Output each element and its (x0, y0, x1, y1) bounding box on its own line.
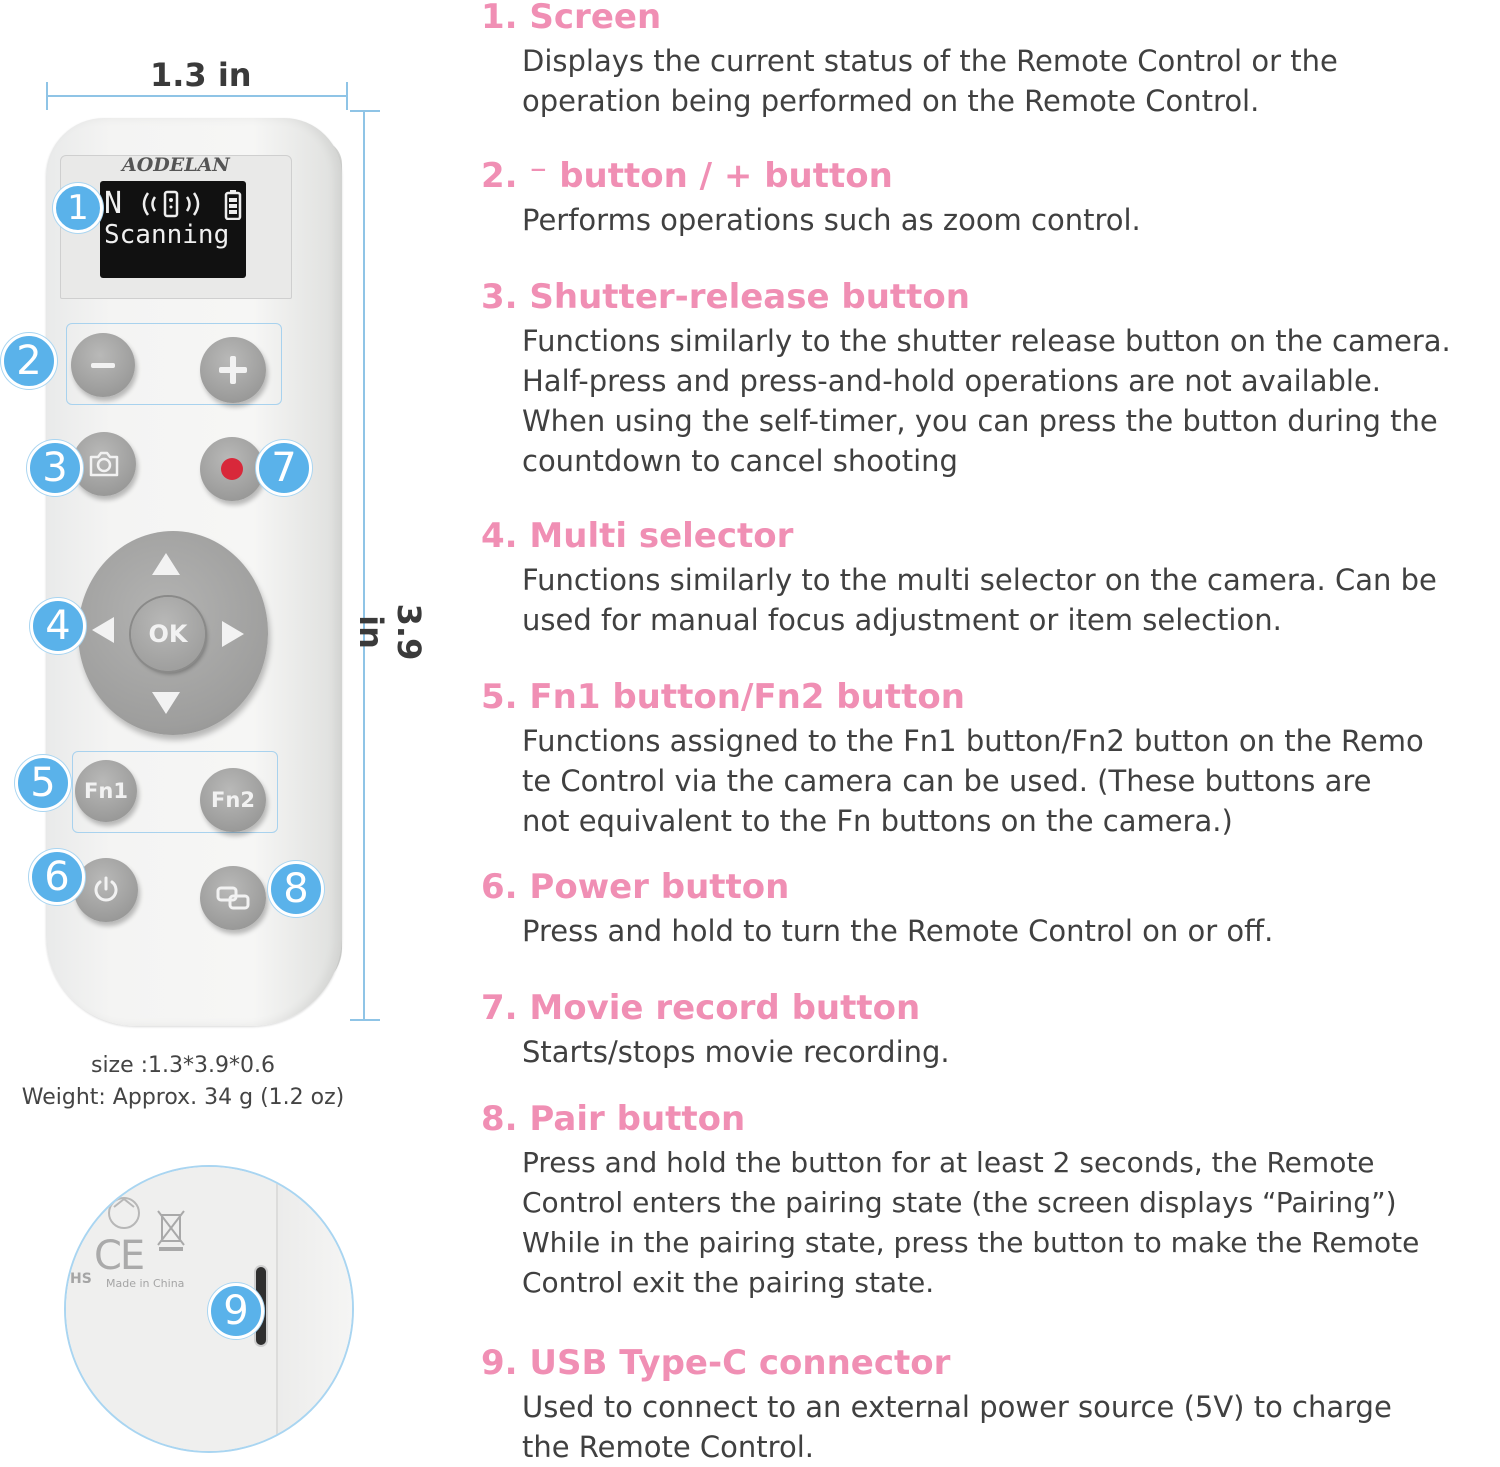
zoom-button-group (66, 323, 282, 405)
feature-item-pair: 8. Pair button Press and hold the button… (481, 1099, 1496, 1303)
feature-description: Functions assigned to the Fn1 button/Fn2… (522, 724, 1424, 838)
feature-title: 4. Multi selector (481, 516, 794, 556)
feature-description: Functions similarly to the multi selecto… (522, 563, 1437, 637)
feature-title: 9. USB Type-C connector (481, 1343, 951, 1383)
record-dot-icon (221, 458, 243, 480)
power-icon (94, 876, 118, 902)
fn-button-group (72, 751, 278, 833)
ok-button[interactable]: OK (131, 597, 205, 671)
callout-2: 2 (1, 333, 57, 389)
hs-text: HS (70, 1271, 92, 1287)
minus-button[interactable] (71, 333, 135, 397)
minus-icon (91, 362, 115, 368)
fn1-button[interactable]: Fn1 (75, 760, 137, 822)
pair-button[interactable] (200, 866, 266, 930)
movie-record-button[interactable] (200, 437, 264, 501)
feature-item-movie-record: 7. Movie record button Starts/stops movi… (481, 988, 1496, 1072)
height-dimension-label: 3.9 in (352, 603, 428, 661)
callout-6: 6 (29, 849, 85, 905)
ce-mark: CE (94, 1233, 145, 1279)
height-dimension-tick-top (350, 110, 380, 112)
ok-label: OK (148, 620, 188, 648)
size-spec: size :1.3*3.9*0.6 (90, 1053, 276, 1078)
feature-description: Displays the current status of the Remot… (522, 44, 1338, 118)
feature-description: Press and hold the button for at least 2… (522, 1146, 1420, 1299)
detail-side-panel (278, 1167, 352, 1451)
feature-title: 6. Power button (481, 867, 790, 907)
feature-item-multi-selector: 4. Multi selector Functions similarly to… (481, 516, 1496, 640)
up-arrow-icon[interactable] (152, 553, 180, 575)
feature-title: 2. ⁻ button / + button (481, 156, 893, 196)
width-dimension-line (47, 95, 347, 97)
width-dimension-tick-left (46, 82, 48, 110)
screen-status-text: Scanning (104, 220, 230, 250)
fn1-label: Fn1 (84, 779, 128, 803)
callout-5: 5 (15, 755, 71, 811)
callout-3: 3 (27, 440, 83, 496)
battery-icon (224, 190, 242, 220)
left-arrow-icon[interactable] (92, 617, 114, 643)
feature-item-zoom-buttons: 2. ⁻ button / + button Performs operatio… (481, 156, 1496, 240)
feature-title: 1. Screen (481, 0, 662, 37)
screen-display (100, 181, 246, 278)
fn2-button[interactable]: Fn2 (200, 768, 266, 832)
feature-item-power: 6. Power button Press and hold to turn t… (481, 867, 1496, 951)
callout-7: 7 (256, 440, 312, 496)
screen-network-indicator: N (104, 186, 123, 221)
camera-icon (89, 451, 119, 477)
right-arrow-icon[interactable] (222, 621, 244, 647)
width-dimension-tick-right (346, 82, 348, 110)
power-button[interactable] (74, 858, 138, 922)
feature-item-shutter: 3. Shutter-release button Functions simi… (481, 277, 1496, 481)
feature-title: 7. Movie record button (481, 988, 921, 1028)
callout-9: 9 (208, 1283, 264, 1339)
feature-description: Press and hold to turn the Remote Contro… (522, 914, 1274, 948)
feature-item-usb-c: 9. USB Type-C connector Used to connect … (481, 1343, 1496, 1467)
signal-icon (142, 190, 200, 218)
usb-detail-view: CE HS Made in China 9 (64, 1165, 354, 1453)
feature-item-screen: 1. Screen Displays the current status of… (481, 0, 1496, 121)
weight-spec: Weight: Approx. 34 g (1.2 oz) (21, 1085, 345, 1110)
feature-description: Functions similarly to the shutter relea… (522, 324, 1451, 478)
feature-description: Starts/stops movie recording. (522, 1035, 950, 1069)
callout-4: 4 (30, 598, 86, 654)
callout-8: 8 (268, 861, 324, 917)
plus-icon (219, 356, 247, 384)
feature-description: Performs operations such as zoom control… (522, 203, 1141, 237)
feature-description: Used to connect to an external power sou… (522, 1390, 1392, 1464)
link-icon (216, 886, 250, 910)
made-in-text: Made in China (106, 1277, 185, 1290)
height-dimension-line (363, 112, 365, 1020)
fn2-label: Fn2 (211, 788, 255, 812)
plus-button[interactable] (200, 337, 266, 403)
recycle-icon (108, 1197, 140, 1229)
weee-bin-icon (157, 1210, 185, 1251)
feature-title: 5. Fn1 button/Fn2 button (481, 677, 965, 717)
callout-1: 1 (53, 183, 103, 233)
feature-title: 8. Pair button (481, 1099, 746, 1139)
width-dimension-label: 1.3 in (150, 56, 252, 94)
brand-logo: AODELAN (122, 154, 230, 176)
feature-item-fn-buttons: 5. Fn1 button/Fn2 button Functions assig… (481, 677, 1496, 841)
feature-title: 3. Shutter-release button (481, 277, 970, 317)
down-arrow-icon[interactable] (152, 692, 180, 714)
height-dimension-tick-bottom (350, 1019, 380, 1021)
